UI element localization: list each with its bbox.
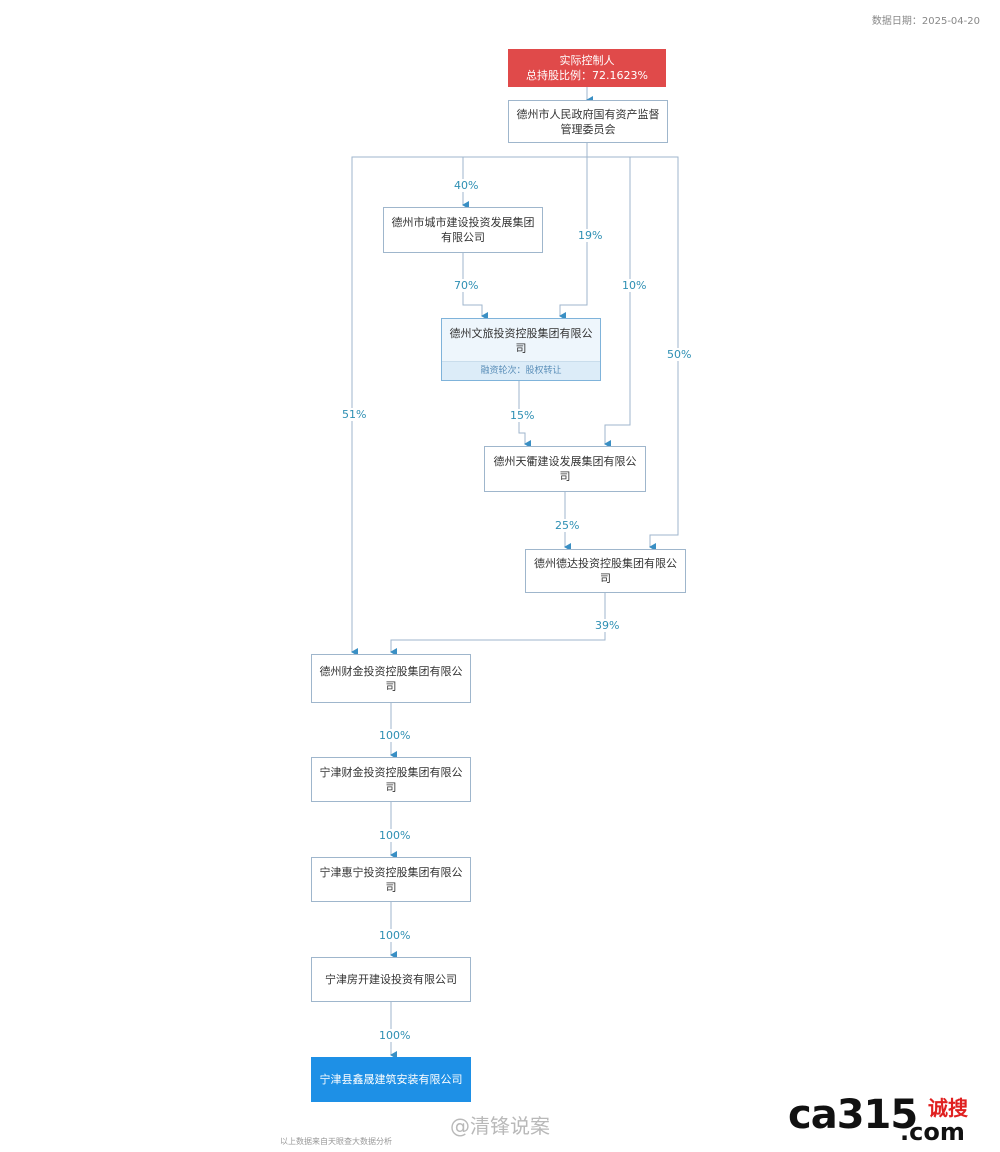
source-note: 以上数据来自天眼查大数据分析 xyxy=(280,1137,392,1146)
node-deda[interactable]: 德州德达投资控股集团有限公司 xyxy=(525,549,686,593)
node-label: 德州市人民政府国有资产监督管理委员会 xyxy=(516,107,660,136)
pct-label-40: 40% xyxy=(452,179,481,192)
node-label: 宁津县鑫晟建筑安装有限公司 xyxy=(319,1073,463,1086)
node-label: 宁津惠宁投资控股集团有限公司 xyxy=(319,865,463,894)
node-label: 德州市城市建设投资发展集团有限公司 xyxy=(391,216,535,244)
weibo-watermark: @清锋说案 xyxy=(450,1114,550,1138)
controller-title: 实际控制人 xyxy=(559,54,615,67)
node-label: 宁津财金投资控股集团有限公司 xyxy=(319,765,463,794)
pct-label-25: 25% xyxy=(553,519,582,532)
node-label: 宁津房开建设投资有限公司 xyxy=(325,973,457,986)
pct-label-100-a: 100% xyxy=(377,729,413,742)
node-ningjin-caijin[interactable]: 宁津财金投资控股集团有限公司 xyxy=(311,757,471,802)
edge-n0-n5 xyxy=(351,156,463,656)
edge-n0-n3 xyxy=(604,157,631,448)
data-date: 数据日期：2025-04-20 xyxy=(871,16,980,27)
edge-n0-n2 xyxy=(559,143,588,320)
edge-n2-n3 xyxy=(518,381,531,448)
node-tianqu[interactable]: 德州天衢建设发展集团有限公司 xyxy=(484,446,646,492)
pct-label-100-d: 100% xyxy=(377,1029,413,1042)
node-label: 德州天衢建设发展集团有限公司 xyxy=(493,455,637,483)
node-wenlv[interactable]: 德州文旅投资控股集团有限公司 融资轮次：股权转让 xyxy=(441,318,601,381)
node-tags: 融资轮次：股权转让 xyxy=(442,361,600,380)
node-city-construction[interactable]: 德州市城市建设投资发展集团有限公司 xyxy=(383,207,543,253)
edge-n0-n4 xyxy=(587,156,679,551)
pct-label-100-b: 100% xyxy=(377,829,413,842)
edge-n4-n5 xyxy=(390,593,606,656)
site-logo-com: .com xyxy=(900,1118,965,1146)
site-logo: ca315 xyxy=(788,1092,918,1138)
node-target-xinsheng[interactable]: 宁津县鑫晟建筑安装有限公司 xyxy=(311,1057,471,1102)
node-dezhou-caijin[interactable]: 德州财金投资控股集团有限公司 xyxy=(311,654,471,703)
pct-label-39: 39% xyxy=(593,619,622,632)
pct-label-50: 50% xyxy=(665,348,694,361)
node-label: 德州文旅投资控股集团有限公司 xyxy=(449,327,593,355)
pct-label-51: 51% xyxy=(340,408,369,421)
node-label: 德州德达投资控股集团有限公司 xyxy=(534,557,677,585)
edge-n0-n1 xyxy=(462,143,588,209)
pct-label-19: 19% xyxy=(576,229,605,242)
site-logo-cn: 诚搜 xyxy=(928,1096,968,1120)
pct-label-100-c: 100% xyxy=(377,929,413,942)
pct-label-10: 10% xyxy=(620,279,649,292)
pct-label-15: 15% xyxy=(508,409,537,422)
node-sasac[interactable]: 德州市人民政府国有资产监督管理委员会 xyxy=(508,100,668,143)
node-label: 德州财金投资控股集团有限公司 xyxy=(319,664,463,693)
controller-ratio: 总持股比例：72.1623% xyxy=(526,69,648,82)
pct-label-70: 70% xyxy=(452,279,481,292)
actual-controller-badge: 实际控制人 总持股比例：72.1623% xyxy=(508,49,666,87)
node-ningjin-fangkai[interactable]: 宁津房开建设投资有限公司 xyxy=(311,957,471,1002)
node-ningjin-huining[interactable]: 宁津惠宁投资控股集团有限公司 xyxy=(311,857,471,902)
